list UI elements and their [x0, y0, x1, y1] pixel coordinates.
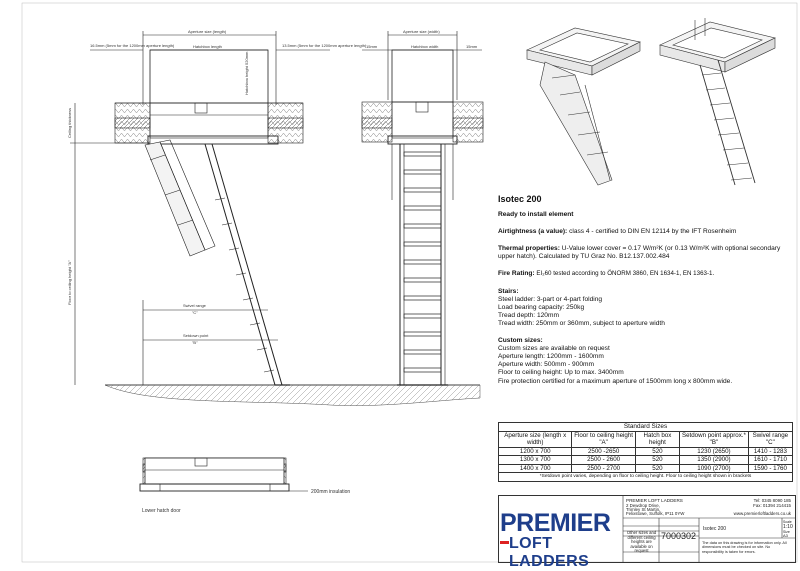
fire-rating: Fire Rating: EI₂60 tested according to Ö… [498, 270, 715, 278]
cell: 1410 - 1283 [747, 446, 794, 456]
label-aperture-width: Aperture size (width) [403, 29, 440, 34]
logo-red-bar [500, 541, 509, 544]
logo-top-text: PREMIER [500, 509, 611, 537]
label-gap-left: 16.5mm (5mm for the 1200mm aperture leng… [90, 43, 175, 48]
custom-line: Fire protection certified for a maximum … [498, 377, 733, 385]
logo-bottom-text: LOFT LADDERS [509, 535, 590, 570]
cell: 2500 - 2700 [571, 463, 636, 473]
size-label: Size [783, 530, 790, 534]
cell: 1400 x 700 [497, 463, 573, 473]
label-hatchbox-height: Hatchbox height 520mm [244, 51, 249, 95]
label-side-left: 15mm [366, 44, 378, 49]
custom-heading: Custom sizes: [498, 337, 543, 345]
table-caption: Standard Sizes [498, 422, 793, 432]
custom-line: Aperture width: 500mm - 900mm [498, 361, 595, 369]
cell: 2500 -2650 [571, 446, 636, 456]
cell: 520 [634, 463, 681, 473]
company-address-3: Felixstowe, Suffolk, IP11 0YW [626, 511, 685, 516]
company-name: PREMIER LOFT LADDERS [626, 498, 683, 503]
label-insulation: 200mm insulation [311, 489, 350, 495]
label-setdown-b: "B" [192, 340, 198, 345]
label-hatchbox-length: Hatchbox length [193, 44, 222, 49]
cell: 520 [634, 446, 681, 456]
side-section-view [70, 31, 481, 406]
product-title: Isotec 200 [498, 194, 542, 204]
company-address-1: 2 Dewdrop Drive, [626, 503, 660, 508]
label-hatchbox-width: Hatchbox width [411, 44, 438, 49]
label-gap-right: 13.5mm (5mm for the 1200mm aperture leng… [282, 43, 367, 48]
cell: 1610 - 1710 [747, 455, 794, 465]
company-address-2: Trimley St Martin, [626, 507, 661, 512]
stairs-heading: Stairs: [498, 287, 519, 295]
company-tel: Tel: 0345 8090 185 [753, 498, 791, 503]
scale-value: 1:10 [783, 524, 793, 530]
cell: 520 [634, 455, 681, 465]
custom-line: Custom sizes are available on request [498, 345, 610, 353]
standard-sizes-table: Standard Sizes Aperture size (length x w… [497, 422, 794, 482]
cell: 1590 - 1760 [747, 463, 794, 473]
other-sizes-note: Other sizes and different ceiling height… [626, 530, 657, 554]
premier-logo: PREMIER LOFT LADDERS [500, 509, 622, 570]
col-header: Swivel range "C" [747, 430, 794, 448]
col-header: Aperture size (length x width) [497, 430, 573, 448]
lower-hatch-detail [139, 457, 308, 492]
label-floor-to-ceiling: Floor to ceiling height "A" [67, 260, 72, 305]
cell: 1200 x 700 [497, 446, 573, 456]
label-aperture-length: Aperture size (length) [188, 29, 227, 34]
cell: 1300 x 700 [497, 455, 573, 465]
label-swivel-range: Swivel range [183, 303, 207, 308]
company-web: www.premierloftladders.co.uk [733, 511, 791, 516]
table-row: 1200 x 700 2500 -2650 520 1230 (2650) 14… [497, 446, 794, 456]
stairs-line: Tread depth: 120mm [498, 311, 559, 319]
thermal-properties: Thermal properties: U-Value lower cover … [498, 245, 781, 261]
col-header: Setdown point approx.* "B" [679, 430, 749, 448]
drawing-number: 7000302 [661, 531, 697, 541]
disclaimer: The data on this drawing is for informat… [702, 541, 787, 554]
stairs-line: Tread width: 250mm or 360mm, subject to … [498, 319, 665, 327]
product-subtitle: Ready to install element [498, 211, 574, 219]
cell: 1230 (2650) [679, 446, 749, 456]
title-block: PREMIER LOFT LADDERS 2 Dewdrop Drive, Tr… [498, 495, 796, 563]
label-lower-hatch: Lower hatch door [142, 508, 181, 514]
col-header: Hatch box height [634, 430, 681, 448]
spec-panel: Isotec 200 Ready to install element Airt… [498, 194, 793, 386]
scale-label: Scale [783, 520, 792, 524]
col-header: Floor to ceiling height "A" [571, 430, 636, 448]
front-section-view [361, 31, 484, 386]
drawing-title: Isotec 200 [703, 526, 727, 532]
airtightness: Airtightness (a value): class 4 - certif… [498, 228, 737, 236]
stairs-line: Load bearing capacity: 250kg [498, 303, 585, 311]
cell: 2500 - 2600 [571, 455, 636, 465]
stairs-line: Steel ladder: 3-part or 4-part folding [498, 295, 603, 303]
table-footnote: *Setdown point varies, depending on floo… [498, 472, 793, 482]
label-swivel-c: "C" [192, 310, 198, 315]
custom-line: Aperture length: 1200mm - 1600mm [498, 353, 604, 361]
company-fax: Fax: 01394 214415 [753, 503, 791, 508]
label-side-right: 15mm [466, 44, 478, 49]
custom-line: Floor to ceiling height: Up to max. 3400… [498, 369, 624, 377]
cell: 1090 (2700) [679, 463, 749, 473]
cell: 1350 (2900) [679, 455, 749, 465]
title-block-grid [622, 496, 795, 562]
table-row: 1400 x 700 2500 - 2700 520 1090 (2700) 1… [497, 463, 794, 473]
isometric-views [526, 18, 776, 186]
table-row: 1300 x 700 2500 - 2600 520 1350 (2900) 1… [497, 455, 794, 465]
label-ceiling-thickness: Ceiling thickness [67, 108, 72, 138]
table-header-row: Aperture size (length x width) Floor to … [497, 430, 794, 448]
label-setdown-point: Setdown point [183, 333, 209, 338]
size-value: A3 [783, 533, 788, 538]
